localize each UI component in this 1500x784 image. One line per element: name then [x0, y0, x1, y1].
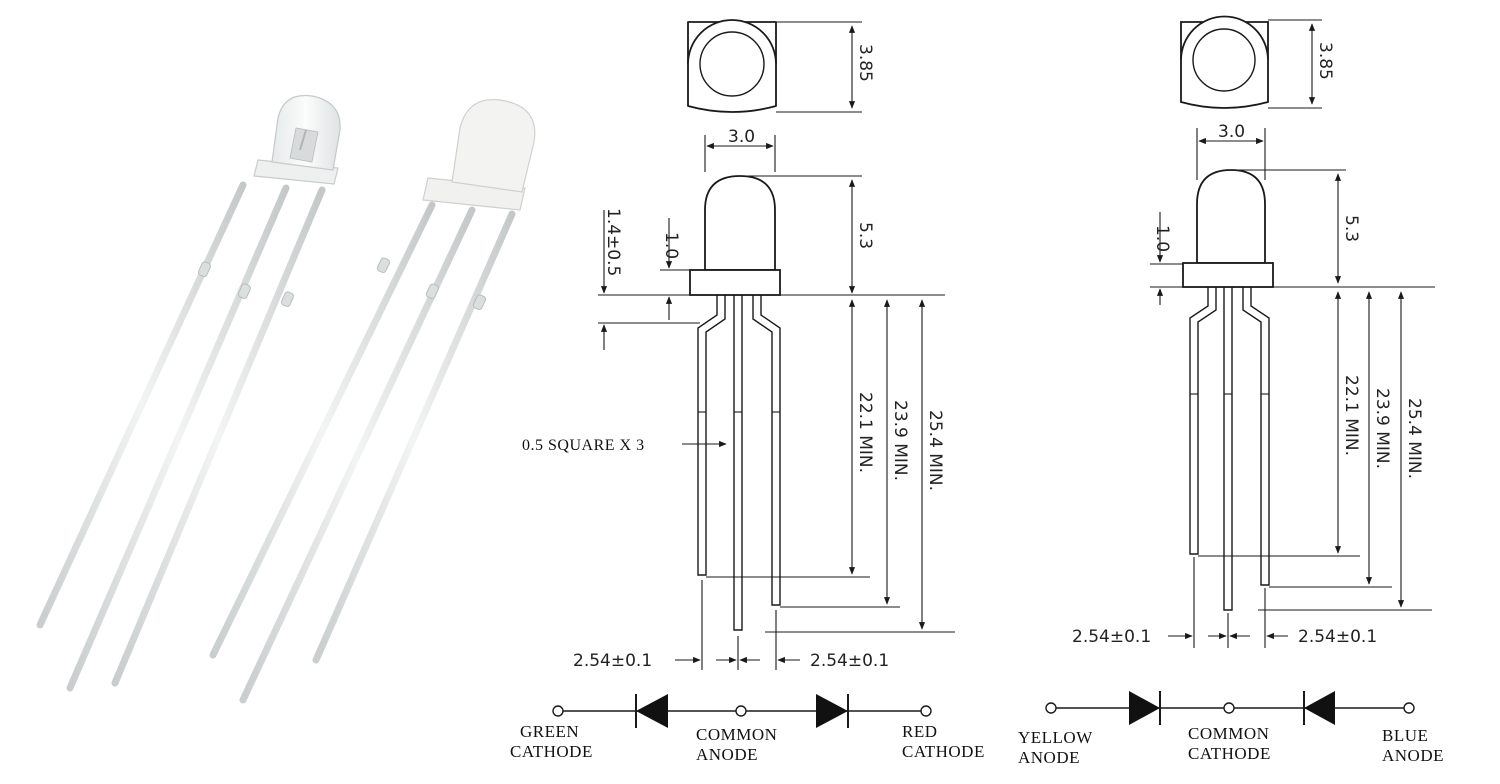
pitch-right-dimension-2: 2.54±0.1	[1298, 627, 1377, 647]
diode-red-symbol	[816, 694, 848, 728]
flange-height-dimension: 1.0	[661, 232, 681, 259]
circuit-left-label-1: GREEN	[520, 722, 579, 741]
circuit-right-right-label-2: ANODE	[1382, 746, 1444, 765]
diode-green-symbol	[636, 694, 668, 728]
drawing-right: 3.85 3.0 5.3 1.0	[1018, 15, 1444, 767]
led-photo-diffused	[209, 98, 536, 704]
circuit-right: YELLOW ANODE COMMON CATHODE BLUE ANODE	[1018, 691, 1444, 767]
lens-diameter-dimension-2: 3.0	[1218, 122, 1245, 142]
led-photo-clear	[36, 94, 341, 692]
drawing-left: 3.85 3.0 5.3 1.0 1.4±0.5	[510, 19, 985, 764]
lead-mid-dimension: 23.9 MIN.	[890, 400, 910, 481]
lens-height-dimension-2: 5.3	[1341, 215, 1361, 242]
lens-height-dimension: 5.3	[855, 222, 875, 249]
lead-short-dimension-2: 22.1 MIN.	[1341, 375, 1361, 456]
lead-note: 0.5 SQUARE X 3	[522, 437, 645, 454]
side-view-right: 3.0 5.3 1.0 22.1 MIN. 23.9 MIN.	[1072, 122, 1435, 648]
diode-blue-symbol	[1304, 691, 1335, 725]
circuit-right-mid-label-2: CATHODE	[1188, 744, 1271, 763]
standoff-dimension: 1.4±0.5	[603, 208, 623, 276]
circuit-mid-label-2: ANODE	[696, 745, 758, 764]
circuit-right-left-label-2: ANODE	[1018, 748, 1080, 767]
circuit-right-left-label-1: YELLOW	[1018, 728, 1093, 747]
circuit-right-right-label-1: BLUE	[1382, 726, 1428, 745]
pitch-left-dimension: 2.54±0.1	[573, 651, 652, 671]
top-view-right: 3.85	[1180, 15, 1335, 109]
top-view-dimension-2: 3.85	[1315, 42, 1335, 80]
top-view-left: 3.85	[687, 19, 875, 113]
circuit-left: GREEN CATHODE COMMON ANODE RED CATHODE	[510, 694, 985, 764]
lead-long-dimension: 25.4 MIN.	[925, 410, 945, 491]
side-view-left: 3.0 5.3 1.0 1.4±0.5 0.5 SQUARE X	[522, 127, 955, 671]
diode-yellow-symbol	[1129, 691, 1160, 725]
lead-mid-dimension-2: 23.9 MIN.	[1372, 388, 1392, 469]
top-view-dimension: 3.85	[855, 44, 875, 82]
pitch-right-dimension: 2.54±0.1	[810, 651, 889, 671]
circuit-mid-label-1: COMMON	[696, 725, 777, 744]
lead-long-dimension-2: 25.4 MIN.	[1404, 398, 1424, 479]
circuit-right-mid-label-1: COMMON	[1188, 724, 1269, 743]
pitch-left-dimension-2: 2.54±0.1	[1072, 627, 1151, 647]
circuit-right-label-1: RED	[902, 722, 938, 741]
circuit-right-label-2: CATHODE	[902, 742, 985, 761]
lead-short-dimension: 22.1 MIN.	[855, 392, 875, 473]
flange-height-dimension-2: 1.0	[1152, 225, 1172, 252]
circuit-left-label-2: CATHODE	[510, 742, 593, 761]
lens-diameter-dimension: 3.0	[728, 127, 755, 147]
